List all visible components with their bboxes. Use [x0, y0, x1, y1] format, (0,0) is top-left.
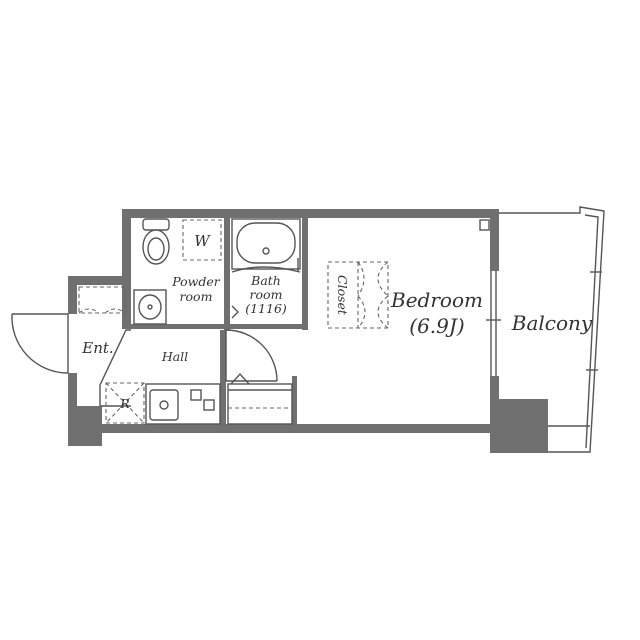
balcony-area — [486, 206, 605, 453]
hall-label: Hall — [161, 349, 188, 364]
room-labels: W Powder room Bath room (1116) Bedroom (… — [81, 232, 593, 411]
bath-room-label-line3: (1116) — [245, 301, 287, 316]
walls — [68, 209, 548, 453]
wash-basin-icon — [133, 289, 167, 325]
toilet-icon — [142, 218, 170, 265]
kitchen-counter — [145, 383, 221, 425]
closet-area — [327, 261, 389, 329]
entrance-door — [11, 313, 69, 374]
closet-label: Closet — [335, 275, 350, 316]
bedroom-label-line2: (6.9J) — [409, 314, 464, 338]
fridge-label: R — [119, 396, 129, 411]
shoe-closet — [78, 286, 126, 314]
washer-label: W — [194, 232, 211, 250]
bath-room-label-line1: Bath — [250, 273, 281, 288]
bathtub-icon — [231, 218, 301, 273]
powder-room-label-line1: Powder — [171, 274, 221, 289]
fridge-space — [105, 382, 145, 424]
bath-room-label-line2: room — [250, 287, 283, 302]
washer-space — [182, 219, 222, 261]
entrance-label: Ent. — [81, 339, 113, 357]
storage-shelf — [227, 372, 293, 425]
bedroom-label-line1: Bedroom — [390, 288, 483, 312]
hall-door — [225, 329, 278, 382]
balcony-label: Balcony — [511, 311, 593, 335]
powder-room-label-line2: room — [180, 289, 213, 304]
